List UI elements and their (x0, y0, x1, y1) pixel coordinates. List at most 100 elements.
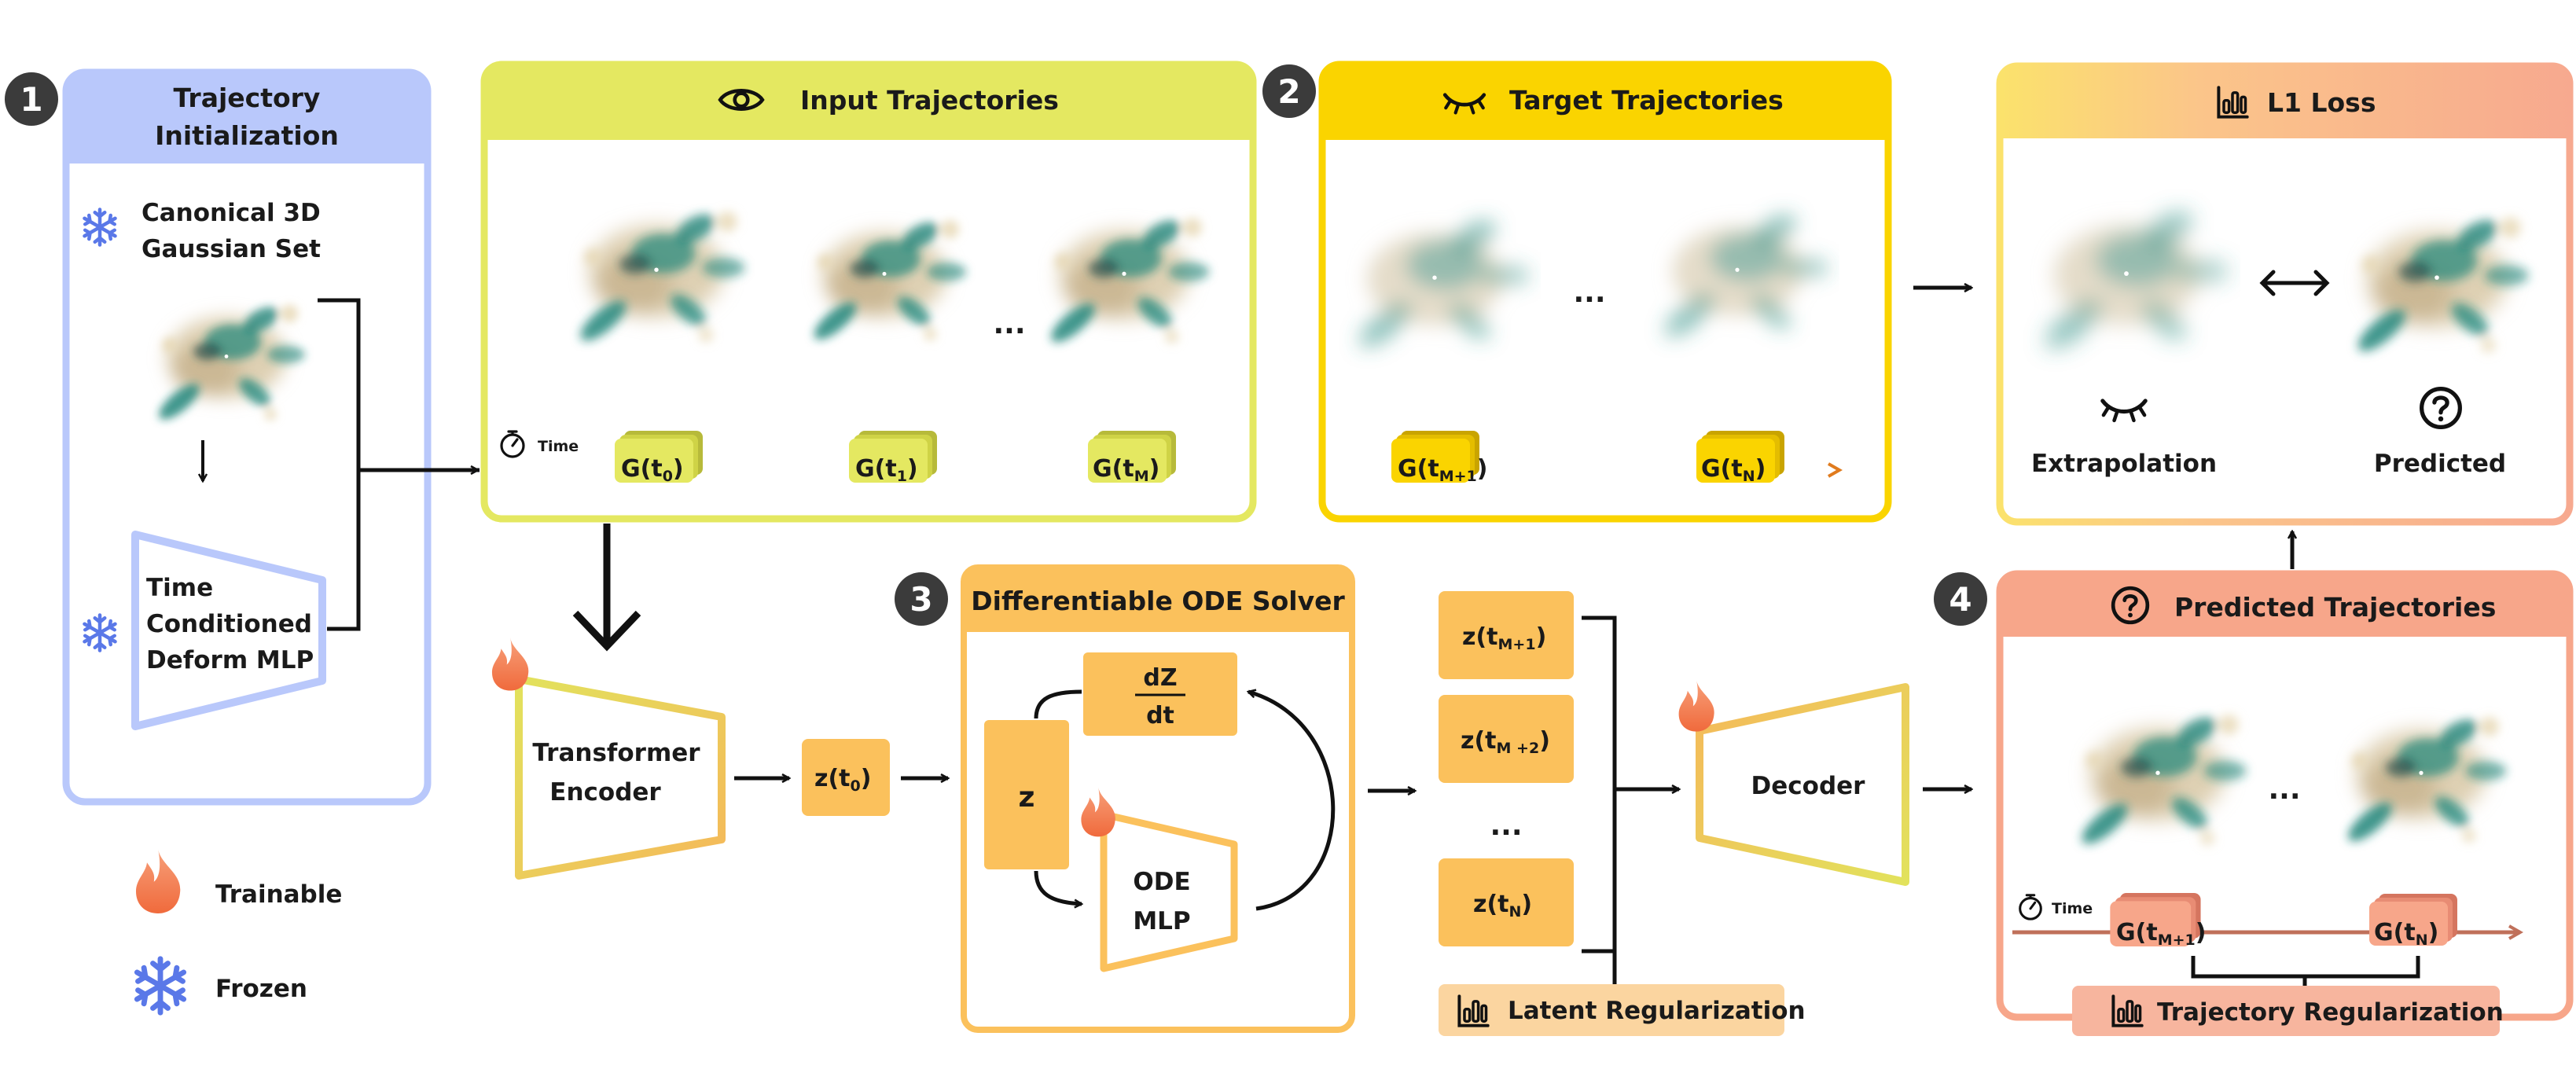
svg-text:G(t0): G(t0) (621, 455, 684, 485)
flame-icon (491, 637, 529, 691)
input-panel (480, 61, 1257, 523)
predicted-chip-1: G(tN) (2369, 894, 2457, 949)
svg-text:G(tM+1): G(tM+1) (2116, 919, 2206, 949)
legend-frozen: Frozen (215, 975, 307, 1003)
snowflake-icon (85, 615, 116, 651)
decoder-box (1696, 683, 1909, 886)
ode-mlp-line1: ODE (1133, 868, 1190, 896)
loss-frame-right (2352, 214, 2528, 358)
mlp-feedback-arrow (1248, 692, 1336, 911)
init-title-line2: Initialization (155, 120, 339, 151)
encoder-label-line1: Transformer (532, 739, 700, 767)
predicted-ellipsis: ... (2268, 773, 2300, 806)
step-2-label: 2 (1277, 72, 1300, 111)
legend-trainable: Trainable (215, 880, 342, 909)
ode-mlp-line2: MLP (1133, 907, 1190, 935)
latent-bracket (1582, 615, 1617, 984)
loss-title: L1 Loss (2267, 87, 2376, 118)
loss-frame-left (2038, 204, 2229, 357)
input-time-label: Time (538, 438, 579, 455)
svg-text:Latent Regularization: Latent Regularization (1508, 997, 1806, 1025)
input-ellipsis: ... (993, 308, 1025, 340)
svg-text:Trajectory Regularization: Trajectory Regularization (2157, 998, 2504, 1027)
deform-mlp-box (131, 531, 326, 730)
latent-box-1: z(tM +2) (1439, 695, 1574, 783)
encoder-label-line2: Encoder (549, 778, 661, 807)
gaussian-label-line1: Canonical 3D (141, 199, 321, 227)
target-panel (1318, 61, 1892, 523)
trajectory-bracket (2191, 956, 2420, 989)
z-to-mlp (1034, 870, 1082, 904)
init-panel (62, 68, 432, 806)
target-frame-2 (1658, 208, 1829, 344)
mlp-label-line1: Time (146, 574, 213, 602)
target-ellipsis: ... (1573, 277, 1605, 309)
flame-icon (136, 848, 181, 913)
target-chip-0: G(tM+1) (1391, 431, 1487, 485)
loss-panel (1996, 62, 2574, 526)
svg-text:G(tM+1): G(tM+1) (1398, 455, 1487, 485)
mlp-label-line2: Conditioned (146, 610, 312, 638)
timer-icon (500, 430, 525, 458)
target-title: Target Trajectories (1509, 85, 1784, 116)
gaussian-label-line2: Gaussian Set (141, 235, 321, 263)
step-1-label: 1 (20, 80, 42, 119)
latent-box-0: z(tM+1) (1439, 591, 1574, 679)
extrapolation-label: Extrapolation (2031, 450, 2217, 478)
svg-text:G(tM): G(tM) (1093, 455, 1159, 485)
input-frame-3 (1045, 215, 1209, 348)
decoder-label: Decoder (1751, 772, 1866, 800)
predicted-frame-1 (2076, 711, 2246, 850)
ode-mlp-box (1100, 810, 1238, 972)
question-icon (2422, 389, 2460, 428)
svg-text:G(t1): G(t1) (855, 455, 918, 485)
svg-text:z(tM +2): z(tM +2) (1461, 727, 1550, 757)
latent-regularization-box: Latent Regularization (1439, 984, 1806, 1036)
target-chip-1: G(tN) (1696, 431, 1784, 485)
flame-icon (1678, 679, 1714, 732)
z0-box: z(t0) (802, 739, 890, 816)
input-chip-0: G(t0) (615, 431, 703, 485)
init-title-line1: Trajectory (174, 83, 321, 113)
down-arrow-head (572, 610, 641, 652)
step-3-label: 3 (910, 580, 932, 619)
predicted-chip-0: G(tM+1) (2110, 893, 2206, 949)
svg-text:G(tN): G(tN) (2374, 919, 2438, 949)
step-badge-3 (895, 572, 948, 626)
init-bracket (318, 298, 480, 631)
input-chip-2: G(tM) (1088, 431, 1176, 485)
input-chip-1: G(t1) (849, 431, 937, 485)
svg-text:z(tN): z(tN) (1473, 891, 1532, 920)
predicted-title: Predicted Trajectories (2174, 592, 2496, 623)
trajectory-regularization-box: Trajectory Regularization (2072, 986, 2504, 1036)
step-badge-4 (1934, 572, 1987, 626)
z-label: z (1019, 781, 1035, 814)
mlp-label-line3: Deform MLP (146, 646, 314, 674)
predicted-frame-2 (2343, 714, 2506, 847)
snowflake-icon (85, 210, 116, 245)
svg-text:G(tN): G(tN) (1701, 455, 1766, 485)
predicted-time-label: Time (2052, 900, 2093, 917)
ode-title: Differentiable ODE Solver (971, 586, 1345, 616)
snowflake-icon (137, 959, 183, 1012)
canonical-gaussian-image (154, 302, 305, 425)
z-state-box (984, 720, 1069, 869)
target-frame-1 (1353, 213, 1531, 355)
compare-arrow (2259, 270, 2330, 296)
svg-text:z(tM+1): z(tM+1) (1462, 623, 1546, 653)
input-frame-2 (809, 217, 966, 345)
latent-box-3: z(tN) (1439, 858, 1574, 946)
predicted-label: Predicted (2374, 450, 2506, 478)
input-title: Input Trajectories (800, 85, 1059, 116)
ode-panel (961, 564, 1355, 1033)
closed-eye-icon (2103, 401, 2145, 421)
step-badge-1 (5, 72, 58, 126)
dz-label: dZ (1143, 664, 1177, 692)
encoder-box (515, 675, 726, 880)
dt-label: dt (1146, 702, 1174, 729)
flame-icon (1081, 786, 1115, 837)
input-frame-1 (575, 208, 744, 347)
latent-ellipsis: ... (1490, 810, 1522, 842)
z-to-derivative (1034, 689, 1082, 719)
step-4-label: 4 (1949, 580, 1972, 619)
